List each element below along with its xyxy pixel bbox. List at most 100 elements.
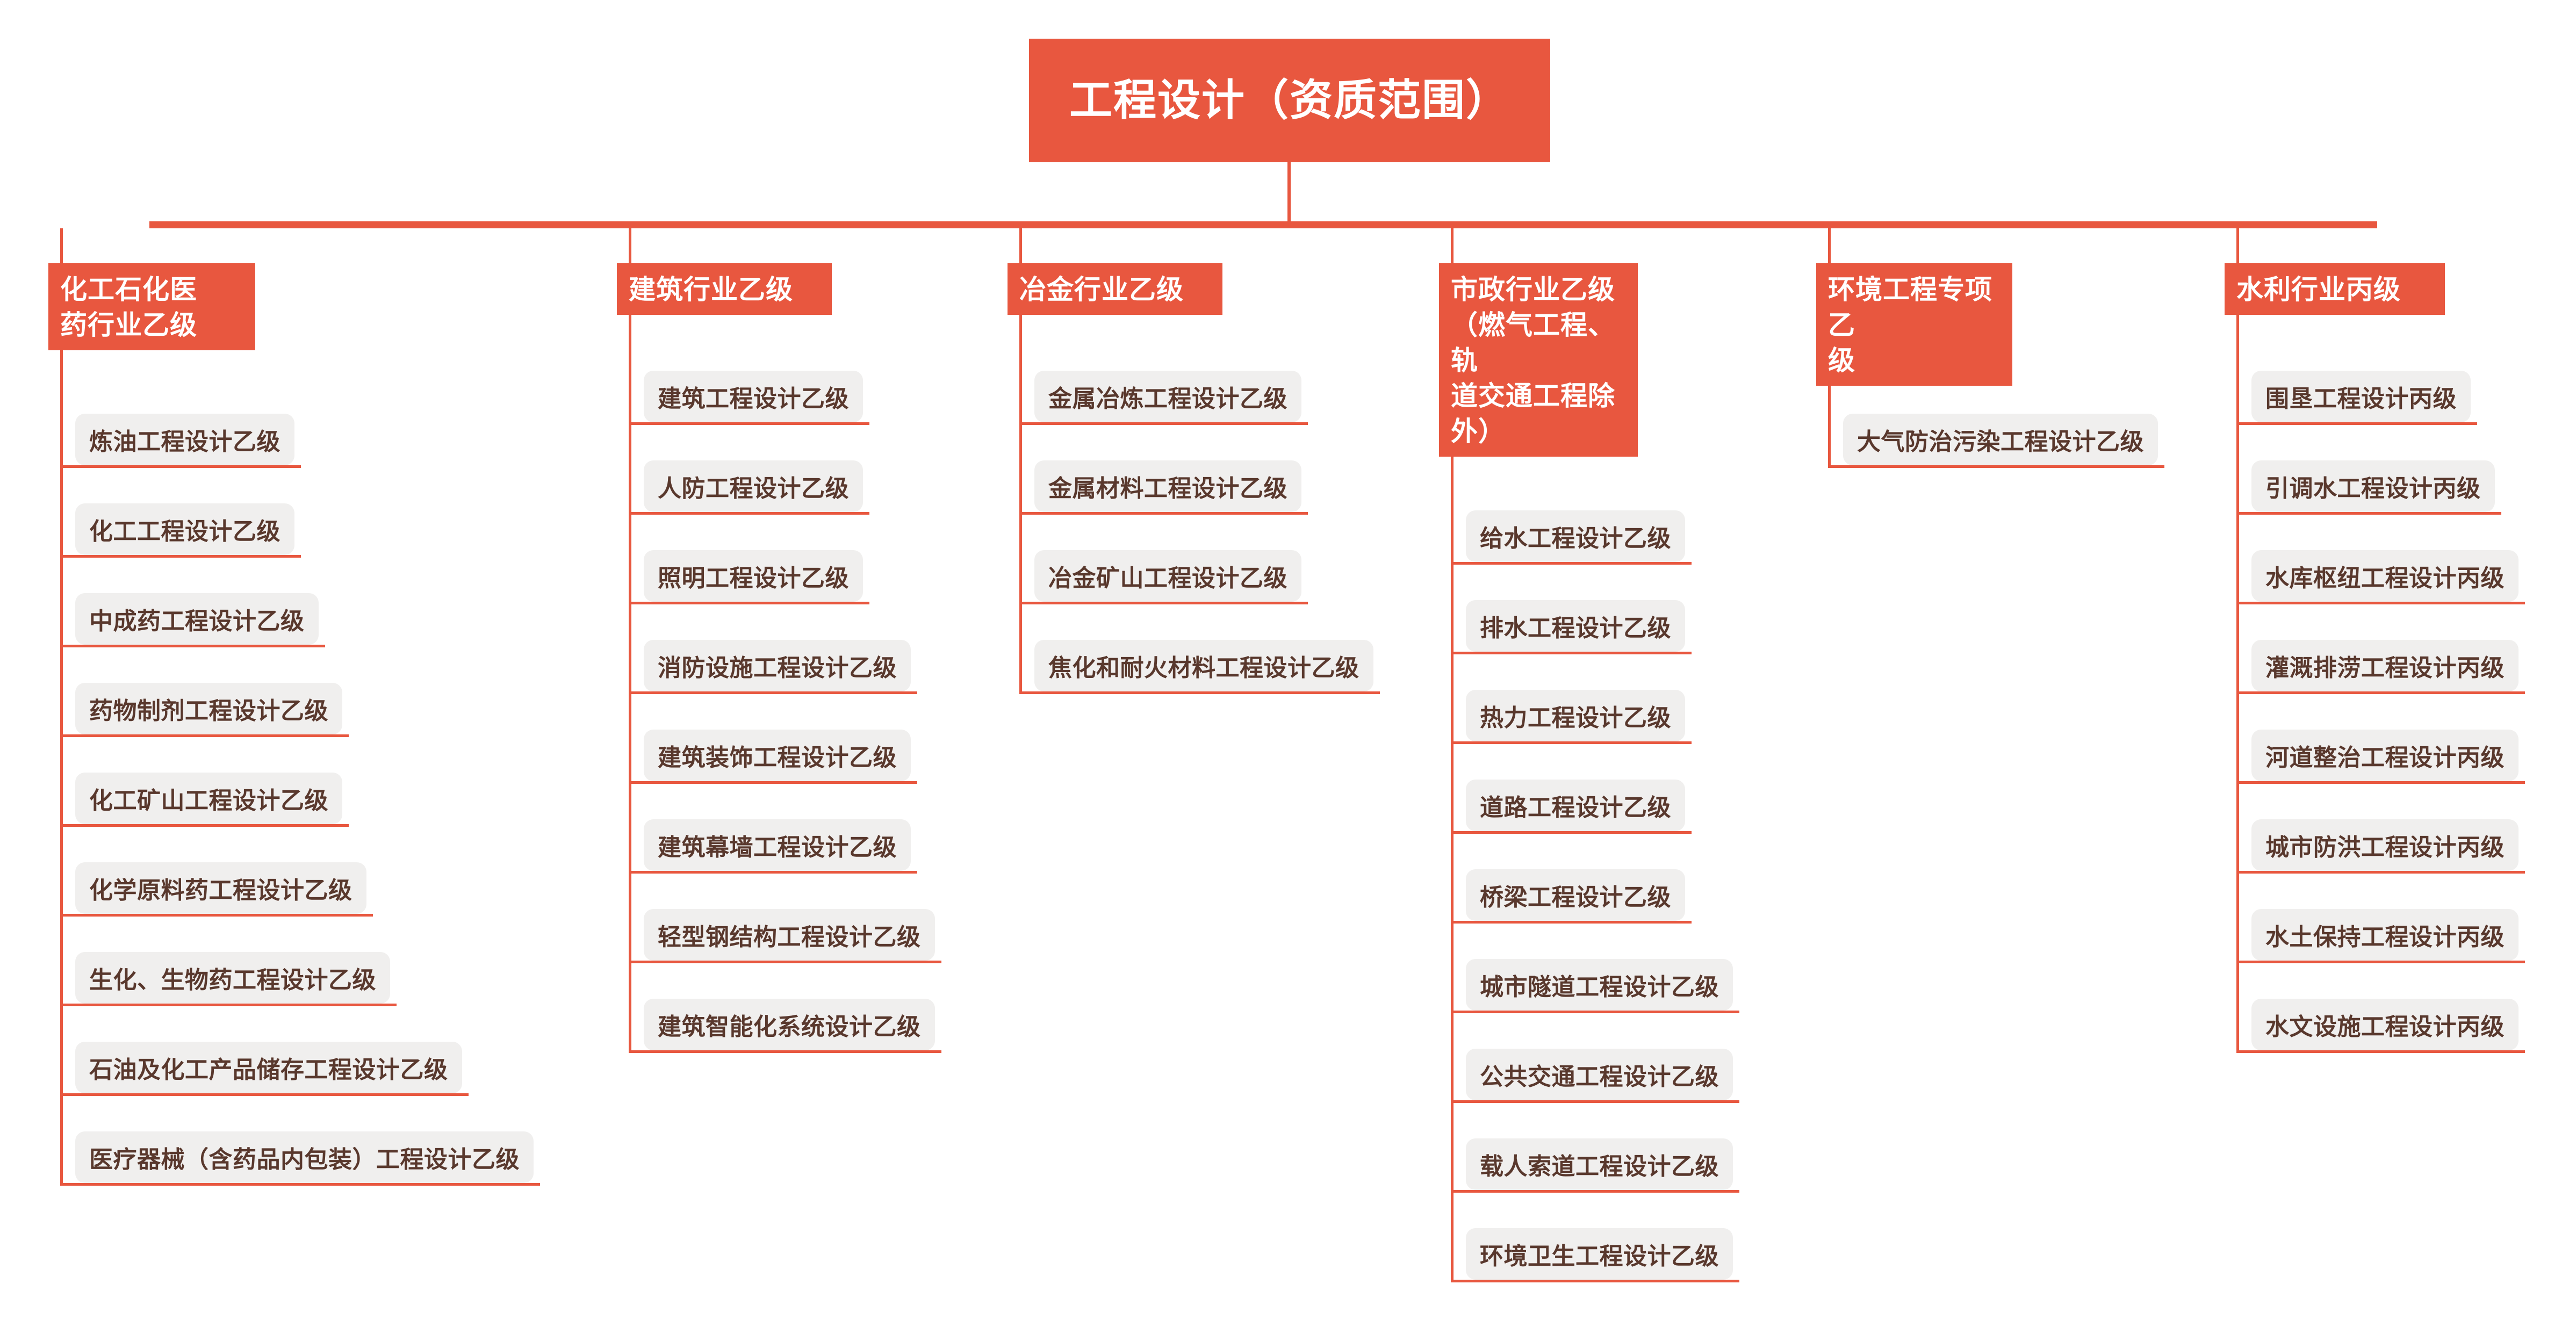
leaf-node[interactable]: 建筑幕墙工程设计乙级	[644, 819, 911, 871]
leaf-underline-connector	[2236, 961, 2525, 963]
leaf-node[interactable]: 焦化和耐火材料工程设计乙级	[1034, 640, 1373, 691]
column-header-line: 药行业乙级	[60, 310, 197, 340]
leaf-node[interactable]: 消防设施工程设计乙级	[644, 640, 911, 691]
leaf-node[interactable]: 河道整治工程设计丙级	[2251, 730, 2519, 781]
leaf-underline-connector	[1451, 1280, 1739, 1282]
leaf-underline-connector	[629, 1050, 941, 1053]
column-spine-connector-col-water	[2236, 315, 2239, 1050]
branch-drop-connector-col-water	[2236, 228, 2239, 263]
column-spine-connector-col-municipal	[1451, 457, 1454, 1280]
leaf-node[interactable]: 化工矿山工程设计乙级	[75, 773, 342, 824]
root-node[interactable]: 工程设计（资质范围）	[1029, 39, 1550, 162]
leaf-node[interactable]: 给水工程设计乙级	[1466, 510, 1685, 562]
leaf-node[interactable]: 冶金矿山工程设计乙级	[1034, 550, 1301, 602]
leaf-underline-connector	[60, 734, 349, 737]
leaf-node[interactable]: 热力工程设计乙级	[1466, 690, 1685, 741]
leaf-underline-connector	[629, 602, 869, 604]
leaf-node[interactable]: 围垦工程设计丙级	[2251, 371, 2471, 422]
leaf-underline-connector	[1019, 602, 1308, 604]
leaf-node[interactable]: 化学原料药工程设计乙级	[75, 862, 366, 914]
column-spine-connector-col-metallurgy	[1019, 315, 1022, 691]
column-header-col-building[interactable]: 建筑行业乙级	[617, 263, 832, 315]
leaf-underline-connector	[1451, 1011, 1739, 1013]
leaf-underline-connector	[60, 465, 301, 468]
branch-drop-connector-col-municipal	[1451, 228, 1454, 263]
column-spine-connector-col-environment	[1828, 386, 1831, 465]
column-header-line: 环境工程专项乙	[1828, 275, 1992, 340]
column-header-line: 级	[1828, 345, 1855, 376]
leaf-node[interactable]: 道路工程设计乙级	[1466, 780, 1685, 831]
leaf-node[interactable]: 城市隧道工程设计乙级	[1466, 959, 1733, 1011]
branch-drop-connector-col-environment	[1828, 228, 1831, 263]
leaf-underline-connector	[629, 422, 869, 425]
leaf-node[interactable]: 排水工程设计乙级	[1466, 600, 1685, 652]
leaf-underline-connector	[2236, 871, 2525, 874]
leaf-underline-connector	[60, 1004, 397, 1006]
leaf-underline-connector	[2236, 1050, 2525, 1053]
leaf-node[interactable]: 水土保持工程设计丙级	[2251, 909, 2519, 961]
leaf-node[interactable]: 中成药工程设计乙级	[75, 593, 319, 645]
leaf-underline-connector	[629, 781, 917, 784]
leaf-underline-connector	[60, 1183, 540, 1186]
leaf-underline-connector	[629, 871, 917, 874]
leaf-node[interactable]: 水库枢纽工程设计丙级	[2251, 550, 2519, 602]
leaf-node[interactable]: 药物制剂工程设计乙级	[75, 683, 342, 734]
column-header-line: 水利行业丙级	[2236, 275, 2401, 305]
leaf-node[interactable]: 医疗器械（含药品内包装）工程设计乙级	[75, 1131, 534, 1183]
column-header-col-municipal[interactable]: 市政行业乙级（燃气工程、轨道交通工程除外）	[1439, 263, 1638, 457]
branch-drop-connector-col-building	[629, 228, 631, 263]
column-header-col-metallurgy[interactable]: 冶金行业乙级	[1008, 263, 1222, 315]
leaf-node[interactable]: 水文设施工程设计丙级	[2251, 999, 2519, 1050]
leaf-underline-connector	[1451, 1190, 1739, 1193]
leaf-underline-connector	[1451, 921, 1692, 924]
leaf-node[interactable]: 建筑装饰工程设计乙级	[644, 730, 911, 781]
leaf-underline-connector	[1019, 512, 1308, 515]
branch-drop-connector-col-chemical	[60, 228, 63, 263]
root-trunk-connector	[1287, 162, 1291, 225]
leaf-node[interactable]: 建筑智能化系统设计乙级	[644, 999, 935, 1050]
leaf-underline-connector	[1019, 691, 1380, 694]
column-spine-connector-col-chemical	[60, 350, 63, 1183]
leaf-node[interactable]: 建筑工程设计乙级	[644, 371, 863, 422]
leaf-underline-connector	[629, 691, 917, 694]
leaf-node[interactable]: 城市防洪工程设计丙级	[2251, 819, 2519, 871]
leaf-underline-connector	[60, 555, 301, 558]
leaf-node[interactable]: 轻型钢结构工程设计乙级	[644, 909, 935, 961]
column-header-col-water[interactable]: 水利行业丙级	[2225, 263, 2445, 315]
leaf-node[interactable]: 大气防治污染工程设计乙级	[1843, 414, 2158, 465]
leaf-node[interactable]: 载人索道工程设计乙级	[1466, 1138, 1733, 1190]
leaf-node[interactable]: 公共交通工程设计乙级	[1466, 1049, 1733, 1100]
leaf-underline-connector	[2236, 602, 2525, 604]
leaf-underline-connector	[60, 824, 349, 827]
leaf-node[interactable]: 化工工程设计乙级	[75, 503, 294, 555]
leaf-underline-connector	[1451, 652, 1692, 654]
column-header-col-environment[interactable]: 环境工程专项乙级	[1816, 263, 2012, 386]
leaf-underline-connector	[1451, 741, 1692, 744]
leaf-underline-connector	[2236, 781, 2525, 784]
leaf-underline-connector	[60, 1093, 469, 1096]
leaf-underline-connector	[2236, 691, 2525, 694]
column-header-col-chemical[interactable]: 化工石化医药行业乙级	[48, 263, 255, 350]
leaf-node[interactable]: 金属材料工程设计乙级	[1034, 460, 1301, 512]
leaf-node[interactable]: 炼油工程设计乙级	[75, 414, 294, 465]
leaf-node[interactable]: 人防工程设计乙级	[644, 460, 863, 512]
leaf-node[interactable]: 环境卫生工程设计乙级	[1466, 1228, 1733, 1280]
leaf-node[interactable]: 生化、生物药工程设计乙级	[75, 952, 390, 1004]
leaf-underline-connector	[1828, 465, 2164, 468]
leaf-underline-connector	[1451, 831, 1692, 834]
leaf-node[interactable]: 引调水工程设计丙级	[2251, 460, 2495, 512]
leaf-node[interactable]: 石油及化工产品储存工程设计乙级	[75, 1042, 462, 1093]
column-header-line: 道交通工程除	[1451, 381, 1615, 411]
column-header-line: 外）	[1451, 416, 1506, 446]
leaf-underline-connector	[2236, 422, 2477, 425]
column-header-line: 冶金行业乙级	[1019, 275, 1184, 305]
leaf-node[interactable]: 桥梁工程设计乙级	[1466, 869, 1685, 921]
leaf-underline-connector	[1019, 422, 1308, 425]
column-header-line: 建筑行业乙级	[629, 275, 793, 305]
leaf-node[interactable]: 照明工程设计乙级	[644, 550, 863, 602]
leaf-underline-connector	[629, 512, 869, 515]
leaf-node[interactable]: 灌溉排涝工程设计丙级	[2251, 640, 2519, 691]
leaf-underline-connector	[2236, 512, 2501, 515]
leaf-node[interactable]: 金属冶炼工程设计乙级	[1034, 371, 1301, 422]
